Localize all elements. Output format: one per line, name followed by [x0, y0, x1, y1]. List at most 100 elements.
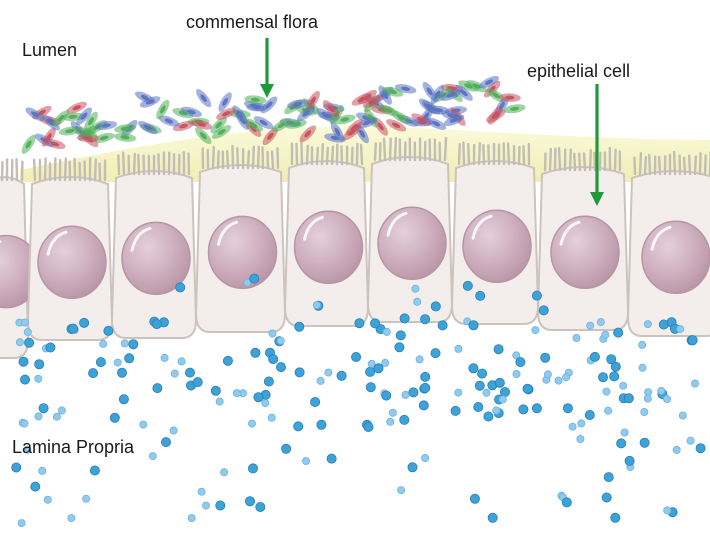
particle — [420, 382, 431, 393]
particle — [310, 396, 321, 407]
particle — [638, 340, 647, 349]
microvilli-layer — [0, 136, 710, 182]
particle — [695, 443, 706, 454]
particle — [267, 413, 276, 422]
particle — [324, 368, 333, 377]
bacterium-core — [446, 92, 456, 98]
particle — [68, 323, 79, 334]
bacterium-icon — [243, 118, 264, 132]
bacterium-core — [434, 90, 441, 99]
arrows-layer — [260, 38, 604, 206]
microvillus — [295, 142, 299, 166]
particle — [475, 290, 486, 301]
bacterium-icon — [330, 122, 344, 142]
particle — [568, 422, 577, 431]
bacterium-core — [492, 92, 500, 99]
bacterium-core — [327, 105, 335, 113]
particle — [373, 363, 384, 374]
particle — [601, 330, 610, 339]
microvillus — [382, 137, 387, 162]
particle — [117, 367, 128, 378]
particle — [160, 353, 169, 362]
bacterium-core — [200, 94, 207, 102]
particle — [663, 506, 672, 515]
microvillus — [467, 142, 471, 166]
particle — [43, 495, 52, 504]
particle — [609, 371, 620, 382]
particle — [34, 412, 43, 421]
particle — [515, 357, 526, 368]
nucleus — [121, 221, 191, 296]
bacterium-icon — [253, 116, 274, 130]
particle — [399, 414, 410, 425]
microvillus — [698, 152, 702, 176]
microvillus — [672, 150, 677, 176]
particle — [487, 512, 498, 523]
bacterium-core — [340, 117, 350, 122]
bacterium-core — [249, 121, 258, 128]
particle — [420, 371, 431, 382]
bacterium-core — [460, 89, 468, 97]
particle — [494, 377, 505, 388]
bacterium-icon — [216, 107, 237, 120]
particle — [572, 333, 581, 342]
particle — [619, 381, 628, 390]
particle — [38, 403, 49, 414]
bacterium-core — [368, 98, 377, 105]
nucleus — [641, 220, 710, 295]
bacterium-icon — [52, 110, 70, 127]
particle — [67, 514, 76, 523]
particle — [584, 409, 595, 420]
particle — [293, 421, 304, 432]
bacterium-icon — [351, 93, 372, 106]
microvillus — [568, 148, 572, 172]
epithelial-cell — [194, 164, 287, 333]
bacterium-core — [72, 105, 81, 111]
particle — [562, 403, 573, 414]
microvillus — [305, 144, 309, 166]
particle — [89, 465, 100, 476]
particle — [113, 358, 122, 367]
particle — [616, 438, 627, 449]
microvillus — [359, 143, 364, 166]
particle — [30, 481, 41, 492]
bacterium-icon — [158, 115, 180, 127]
bacterium-icon — [503, 104, 526, 114]
particle — [326, 453, 337, 464]
particle — [483, 411, 494, 422]
lamina-propria-label: Lamina Propria — [12, 437, 135, 457]
microvillus — [573, 152, 577, 172]
particle — [639, 437, 650, 448]
bacterium-icon — [138, 121, 158, 135]
microvillus — [15, 157, 19, 182]
bacterium-icon — [210, 116, 228, 134]
particle — [643, 320, 652, 329]
particle — [493, 344, 504, 355]
microvillus — [320, 142, 325, 166]
particle — [512, 369, 521, 378]
microvillus — [330, 145, 335, 166]
particle — [20, 419, 29, 428]
particle — [20, 318, 29, 327]
bacterium-icon — [84, 111, 98, 131]
bacterium-core — [293, 101, 303, 107]
particle — [586, 321, 595, 330]
bacterium-icon — [156, 99, 170, 120]
particle — [294, 367, 305, 378]
microvillus — [157, 153, 161, 176]
particle — [610, 361, 621, 372]
particle — [437, 320, 448, 331]
bacterium-core — [388, 89, 398, 95]
bacterium-core — [199, 132, 207, 140]
microvillus — [93, 158, 97, 182]
particle — [430, 348, 441, 359]
microvillus — [43, 157, 47, 182]
particle — [421, 453, 430, 462]
particle — [454, 388, 463, 397]
particle — [52, 412, 61, 421]
bacterium-icon — [285, 119, 307, 129]
particle — [152, 383, 163, 394]
epithelial-cell — [26, 176, 114, 341]
particle — [413, 297, 422, 306]
